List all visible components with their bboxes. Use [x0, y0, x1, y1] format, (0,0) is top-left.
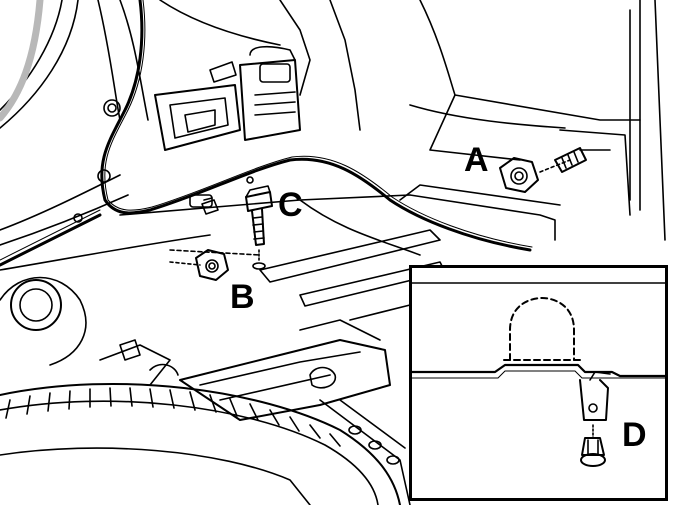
spare-wheel-well [0, 276, 401, 505]
nut-a [499, 147, 587, 193]
floor-stud [201, 197, 219, 215]
bolt-c [245, 185, 273, 270]
inset-detail [409, 265, 668, 501]
rear-trim-panel [159, 0, 666, 241]
floor-pan [0, 176, 561, 321]
callout-c: C [278, 186, 303, 224]
vehicle-jack [179, 319, 411, 505]
callout-a: A [464, 141, 489, 179]
callout-d: D [622, 416, 647, 454]
nut-b [169, 249, 229, 281]
body-side-panel [0, 0, 149, 246]
connector-housing [154, 45, 301, 151]
wiring-harness [0, 0, 533, 267]
callout-b: B [230, 278, 255, 316]
